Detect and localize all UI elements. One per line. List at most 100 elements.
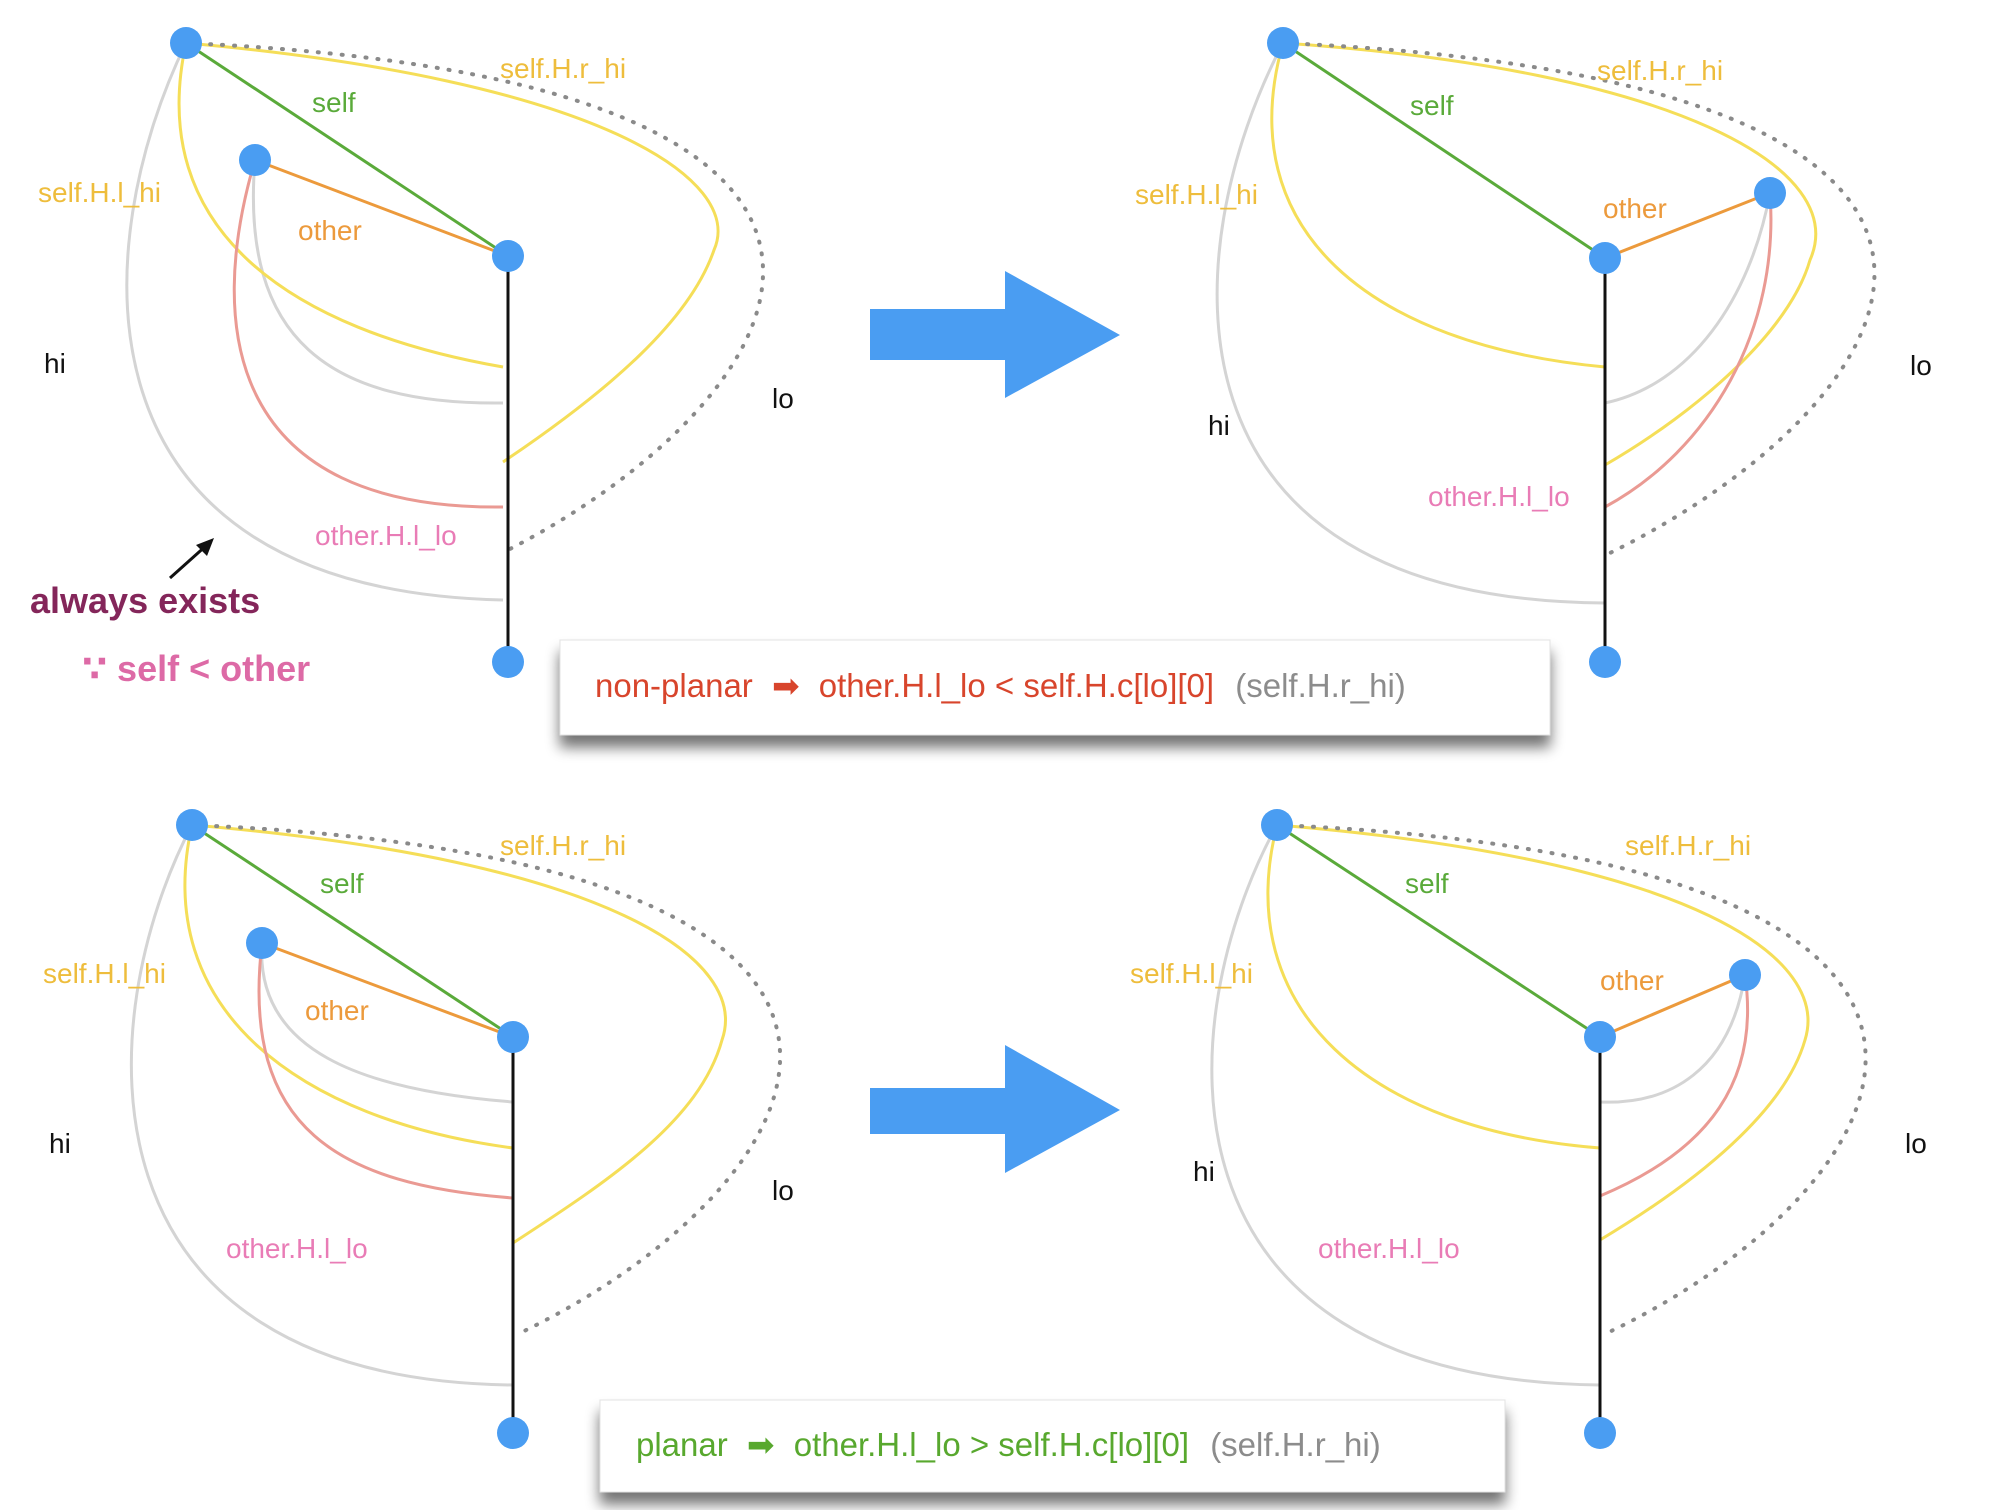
formula-note: (self.H.r_hi) — [1210, 1426, 1381, 1463]
self-r-hi-label: self.H.r_hi — [500, 830, 626, 861]
self-r-hi-label: self.H.r_hi — [1597, 55, 1723, 86]
other-gray-edge — [251, 159, 504, 405]
transform-arrow-top — [870, 271, 1120, 398]
bottom-node — [1584, 1417, 1616, 1449]
hi-label: hi — [49, 1128, 71, 1159]
self-l-hi-edge — [183, 824, 514, 1150]
self-top-node — [176, 809, 208, 841]
lo-label: lo — [1910, 350, 1932, 381]
self-top-node — [1267, 27, 1299, 59]
formula-box-bottom — [599, 1399, 1506, 1493]
other-label: other — [305, 995, 369, 1026]
formula-arrow: ➡ — [772, 667, 800, 704]
other-l-lo-label: other.H.l_lo — [315, 520, 457, 551]
self-top-node — [1261, 809, 1293, 841]
self-l-hi-label: self.H.l_hi — [1135, 179, 1258, 210]
self-r-hi-label: self.H.r_hi — [500, 53, 626, 84]
other-node — [246, 927, 278, 959]
hi-edge — [129, 824, 514, 1387]
bottom-node — [492, 646, 524, 678]
other-l-lo-label: other.H.l_lo — [1428, 481, 1570, 512]
self-r-hi-label: self.H.r_hi — [1625, 830, 1751, 861]
self-r-hi-edge — [191, 823, 727, 1245]
always-exists-text: always exists — [30, 580, 260, 621]
lo-label: lo — [1905, 1128, 1927, 1159]
hi-edge — [1215, 42, 1606, 605]
self-r-hi-edge — [1276, 823, 1810, 1242]
planar-prefix: planar — [636, 1426, 728, 1463]
self-l-hi-edge — [177, 42, 504, 369]
pivot-node — [492, 240, 524, 272]
other-gray-edge — [1599, 974, 1747, 1104]
panel-bottom-left: self other self.H.r_hi self.H.l_hi other… — [43, 809, 794, 1449]
formula-expression: other.H.l_lo > self.H.c[lo][0] — [794, 1426, 1189, 1463]
pivot-node — [1589, 242, 1621, 274]
transform-arrow-bottom — [870, 1045, 1120, 1173]
dotted-edge — [184, 41, 765, 552]
self-label: self — [312, 87, 356, 118]
formula-top: non-planar ➡ other.H.l_lo < self.H.c[lo]… — [595, 667, 1406, 704]
self-l-hi-label: self.H.l_hi — [1130, 958, 1253, 989]
self-edge — [1276, 823, 1601, 1039]
panel-bottom-right: self other self.H.r_hi self.H.l_hi other… — [1130, 809, 1927, 1449]
other-l-lo-edge — [1604, 192, 1773, 509]
self-l-hi-edge — [1266, 824, 1601, 1150]
self-edge — [1282, 41, 1606, 260]
other-l-lo-label: other.H.l_lo — [1318, 1233, 1460, 1264]
other-edge — [261, 941, 514, 1039]
formula-box-top-bg — [559, 639, 1551, 736]
panel-top-right: self other self.H.r_hi self.H.l_hi other… — [1135, 27, 1932, 678]
self-label: self — [1410, 90, 1454, 121]
dotted-edge — [190, 823, 783, 1336]
other-l-lo-edge — [232, 159, 504, 509]
self-label: self — [1405, 868, 1449, 899]
hi-label: hi — [1208, 410, 1230, 441]
bottom-node — [1589, 646, 1621, 678]
other-edge — [254, 158, 509, 258]
hi-edge — [125, 42, 504, 602]
self-l-hi-label: self.H.l_hi — [38, 177, 161, 208]
lo-label: lo — [772, 383, 794, 414]
other-gray-edge — [1604, 192, 1772, 405]
pivot-node — [1584, 1021, 1616, 1053]
bottom-node — [497, 1417, 529, 1449]
other-node — [1729, 959, 1761, 991]
formula-note: (self.H.r_hi) — [1235, 667, 1406, 704]
formula-expression: other.H.l_lo < self.H.c[lo][0] — [819, 667, 1214, 704]
lo-label: lo — [772, 1175, 794, 1206]
other-l-lo-label: other.H.l_lo — [226, 1233, 368, 1264]
other-node — [239, 144, 271, 176]
other-label: other — [1603, 193, 1667, 224]
other-node — [1754, 177, 1786, 209]
self-r-hi-edge — [1282, 41, 1818, 467]
dotted-edge — [1275, 823, 1868, 1336]
other-l-lo-edge — [257, 942, 514, 1200]
formula-bottom: planar ➡ other.H.l_lo > self.H.c[lo][0] … — [636, 1426, 1381, 1463]
self-l-hi-label: self.H.l_hi — [43, 958, 166, 989]
other-edge — [1604, 191, 1771, 260]
other-label: other — [1600, 965, 1664, 996]
self-edge — [185, 41, 509, 258]
formula-box-bottom-bg — [599, 1399, 1506, 1493]
nonplanar-prefix: non-planar — [595, 667, 753, 704]
self-edge — [191, 823, 514, 1039]
formula-arrow: ➡ — [747, 1426, 775, 1463]
self-l-hi-edge — [1270, 42, 1606, 369]
hi-label: hi — [1193, 1156, 1215, 1187]
other-gray-edge — [260, 942, 514, 1104]
other-l-lo-edge — [1599, 974, 1750, 1198]
formula-box-top — [559, 639, 1551, 736]
other-edge — [1599, 973, 1746, 1039]
pivot-node — [497, 1021, 529, 1053]
other-label: other — [298, 215, 362, 246]
panel-top-left: self other self.H.r_hi self.H.l_hi other… — [38, 27, 794, 678]
always-exists-annotation: always exists ∵ self < other — [30, 538, 310, 689]
self-r-hi-edge — [185, 41, 720, 464]
hi-edge — [1210, 824, 1601, 1387]
because-text: ∵ self < other — [82, 648, 310, 689]
hi-label: hi — [44, 348, 66, 379]
self-label: self — [320, 868, 364, 899]
self-top-node — [170, 27, 202, 59]
annotation-arrowhead — [196, 538, 214, 556]
